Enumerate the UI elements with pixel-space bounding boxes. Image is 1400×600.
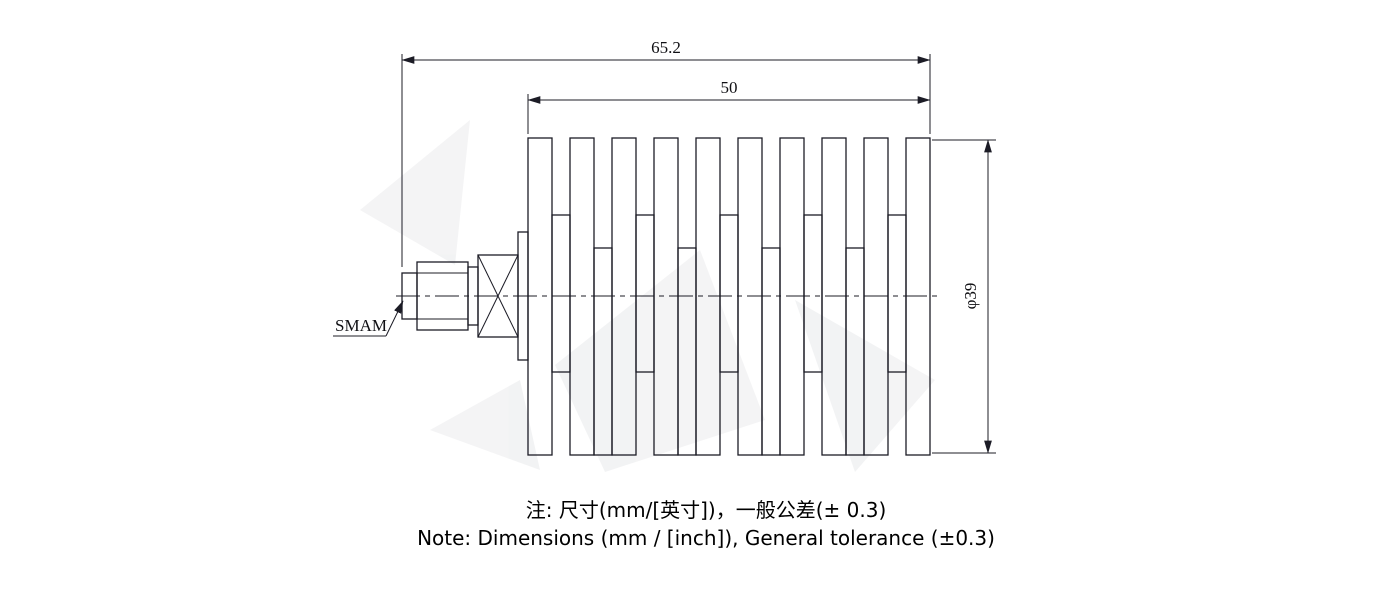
dimension-diameter: φ39 bbox=[932, 139, 996, 454]
heatsink-core-segment bbox=[677, 247, 697, 456]
heatsink-body bbox=[527, 137, 931, 456]
heatsink-core-segment bbox=[845, 247, 865, 456]
dimension-body-length: 50 bbox=[527, 78, 931, 134]
leader-arrow-line bbox=[385, 300, 404, 337]
dimension-value-overall: 65.2 bbox=[651, 38, 681, 57]
heatsink-core-segment bbox=[803, 214, 823, 373]
heatsink-core-segment bbox=[761, 247, 781, 456]
notes: 注: 尺寸(mm/[英寸])，一般公差(± 0.3) Note: Dimensi… bbox=[417, 498, 995, 550]
heatsink-core-segment bbox=[887, 214, 907, 373]
connector-label: SMAM bbox=[335, 316, 387, 335]
note-line-chinese: 注: 尺寸(mm/[英寸])，一般公差(± 0.3) bbox=[526, 498, 887, 522]
heatsink-core-segment bbox=[635, 214, 655, 373]
bushing-cross-line bbox=[477, 254, 519, 338]
watermark bbox=[360, 120, 935, 472]
heatsink-core-segment bbox=[593, 247, 613, 456]
note-line-english: Note: Dimensions (mm / [inch]), General … bbox=[417, 526, 995, 550]
dimension-overall-length: 65.2 bbox=[401, 38, 931, 267]
heatsink-core-segment bbox=[719, 214, 739, 373]
heatsink-core-segment bbox=[551, 214, 571, 373]
dimension-value-body: 50 bbox=[721, 78, 738, 97]
connector-callout: SMAM bbox=[333, 300, 404, 337]
sma-connector bbox=[401, 231, 529, 361]
dimension-value-diameter: φ39 bbox=[961, 283, 980, 310]
